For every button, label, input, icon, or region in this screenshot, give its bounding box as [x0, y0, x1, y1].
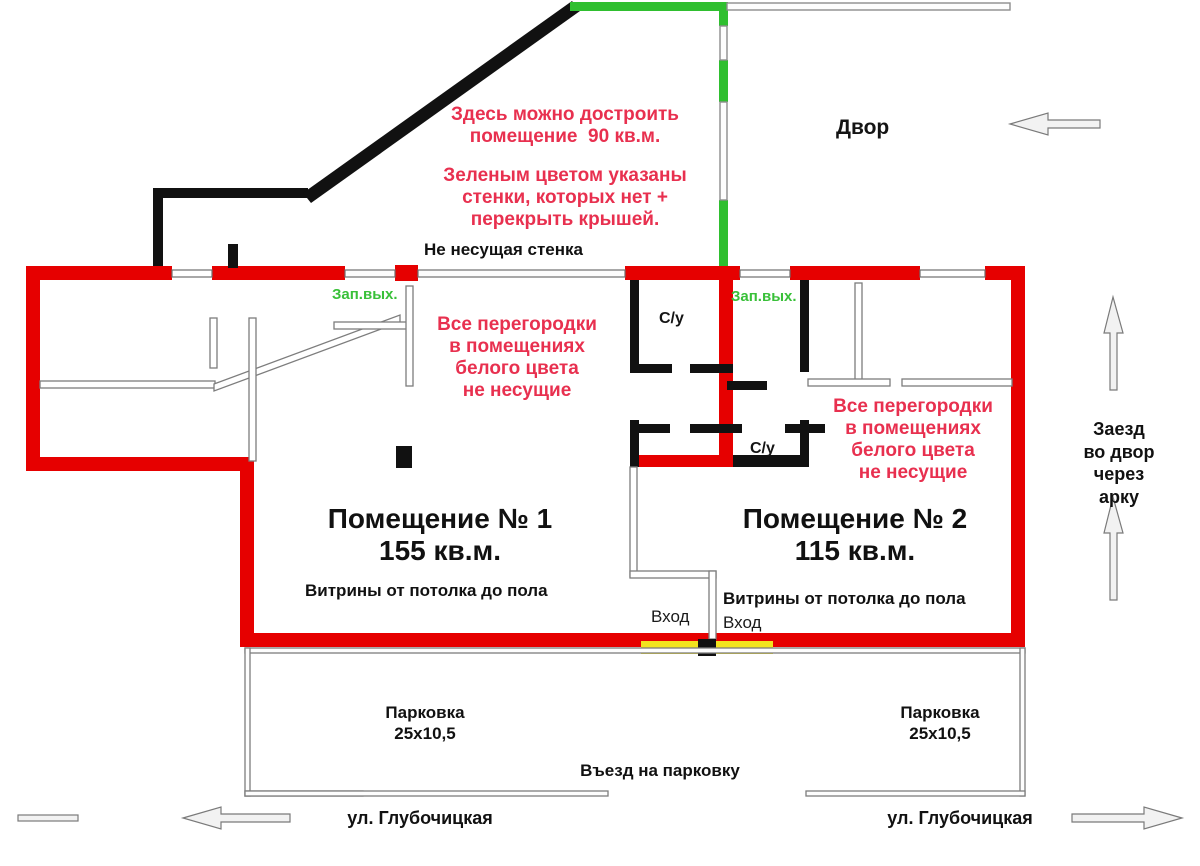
label-arch-entry: Заезд во двор через арку [1083, 419, 1155, 507]
parking-left-size: 25x10,5 [394, 724, 456, 743]
room-2-area: 115 кв.м. [794, 535, 916, 566]
label-yard: Двор [836, 116, 890, 139]
parking-right-size: 25x10,5 [909, 724, 971, 743]
white-partitions [39, 282, 1013, 640]
missing-walls-green [570, 2, 728, 272]
street-label-right: ул. Глубочицкая [887, 808, 1033, 828]
emergency-exit-room1: Зап.вых. [332, 286, 398, 303]
note-non-bearing-wall: Не несущая стенка [424, 240, 583, 259]
non-bearing-extension-outline [153, 1, 580, 268]
direction-arrows [17, 112, 1185, 830]
room-1-area: 155 кв.м. [379, 535, 501, 566]
room-1-showcase: Витрины от потолка до пола [305, 581, 548, 600]
room-2-name: Помещение № 2 [742, 503, 968, 534]
parking-left-label: Парковка [385, 703, 465, 722]
parking-entry-label: Въезд на парковку [580, 761, 740, 780]
parking-outline [244, 647, 1026, 797]
street-arrow-left [180, 806, 291, 830]
wc-label-top: С/у [659, 310, 684, 327]
yard-arrow-left [1007, 112, 1101, 136]
room-1-entrance: Вход [651, 607, 690, 626]
note-partitions-right: Все перегородки в помещениях белого цвет… [833, 396, 993, 483]
street-arrow-right [1071, 806, 1185, 830]
note-green-legend: Зеленым цветом указаны стенки, которых н… [443, 165, 687, 230]
thin-guide-lines [719, 2, 1011, 201]
arch-arrow-up-top [1103, 294, 1124, 391]
note-extend-building: Здесь можно достроить помещение 90 кв.м. [451, 104, 679, 147]
wc-block-partitions [228, 244, 825, 467]
note-partitions-left: Все перегородки в помещениях белого цвет… [437, 314, 597, 401]
arch-arrow-up-bottom [1103, 494, 1124, 601]
room-2-entrance: Вход [723, 613, 762, 632]
parking-right-label: Парковка [900, 703, 980, 722]
room-1-name: Помещение № 1 [327, 503, 553, 534]
column-marker [396, 446, 412, 468]
room-2-showcase: Витрины от потолка до пола [723, 589, 966, 608]
street-label-left: ул. Глубочицкая [347, 808, 493, 828]
emergency-exit-room2: Зап.вых. [731, 288, 797, 305]
bearing-walls-red [26, 265, 1025, 647]
wc-label-bottom: С/у [750, 440, 775, 457]
